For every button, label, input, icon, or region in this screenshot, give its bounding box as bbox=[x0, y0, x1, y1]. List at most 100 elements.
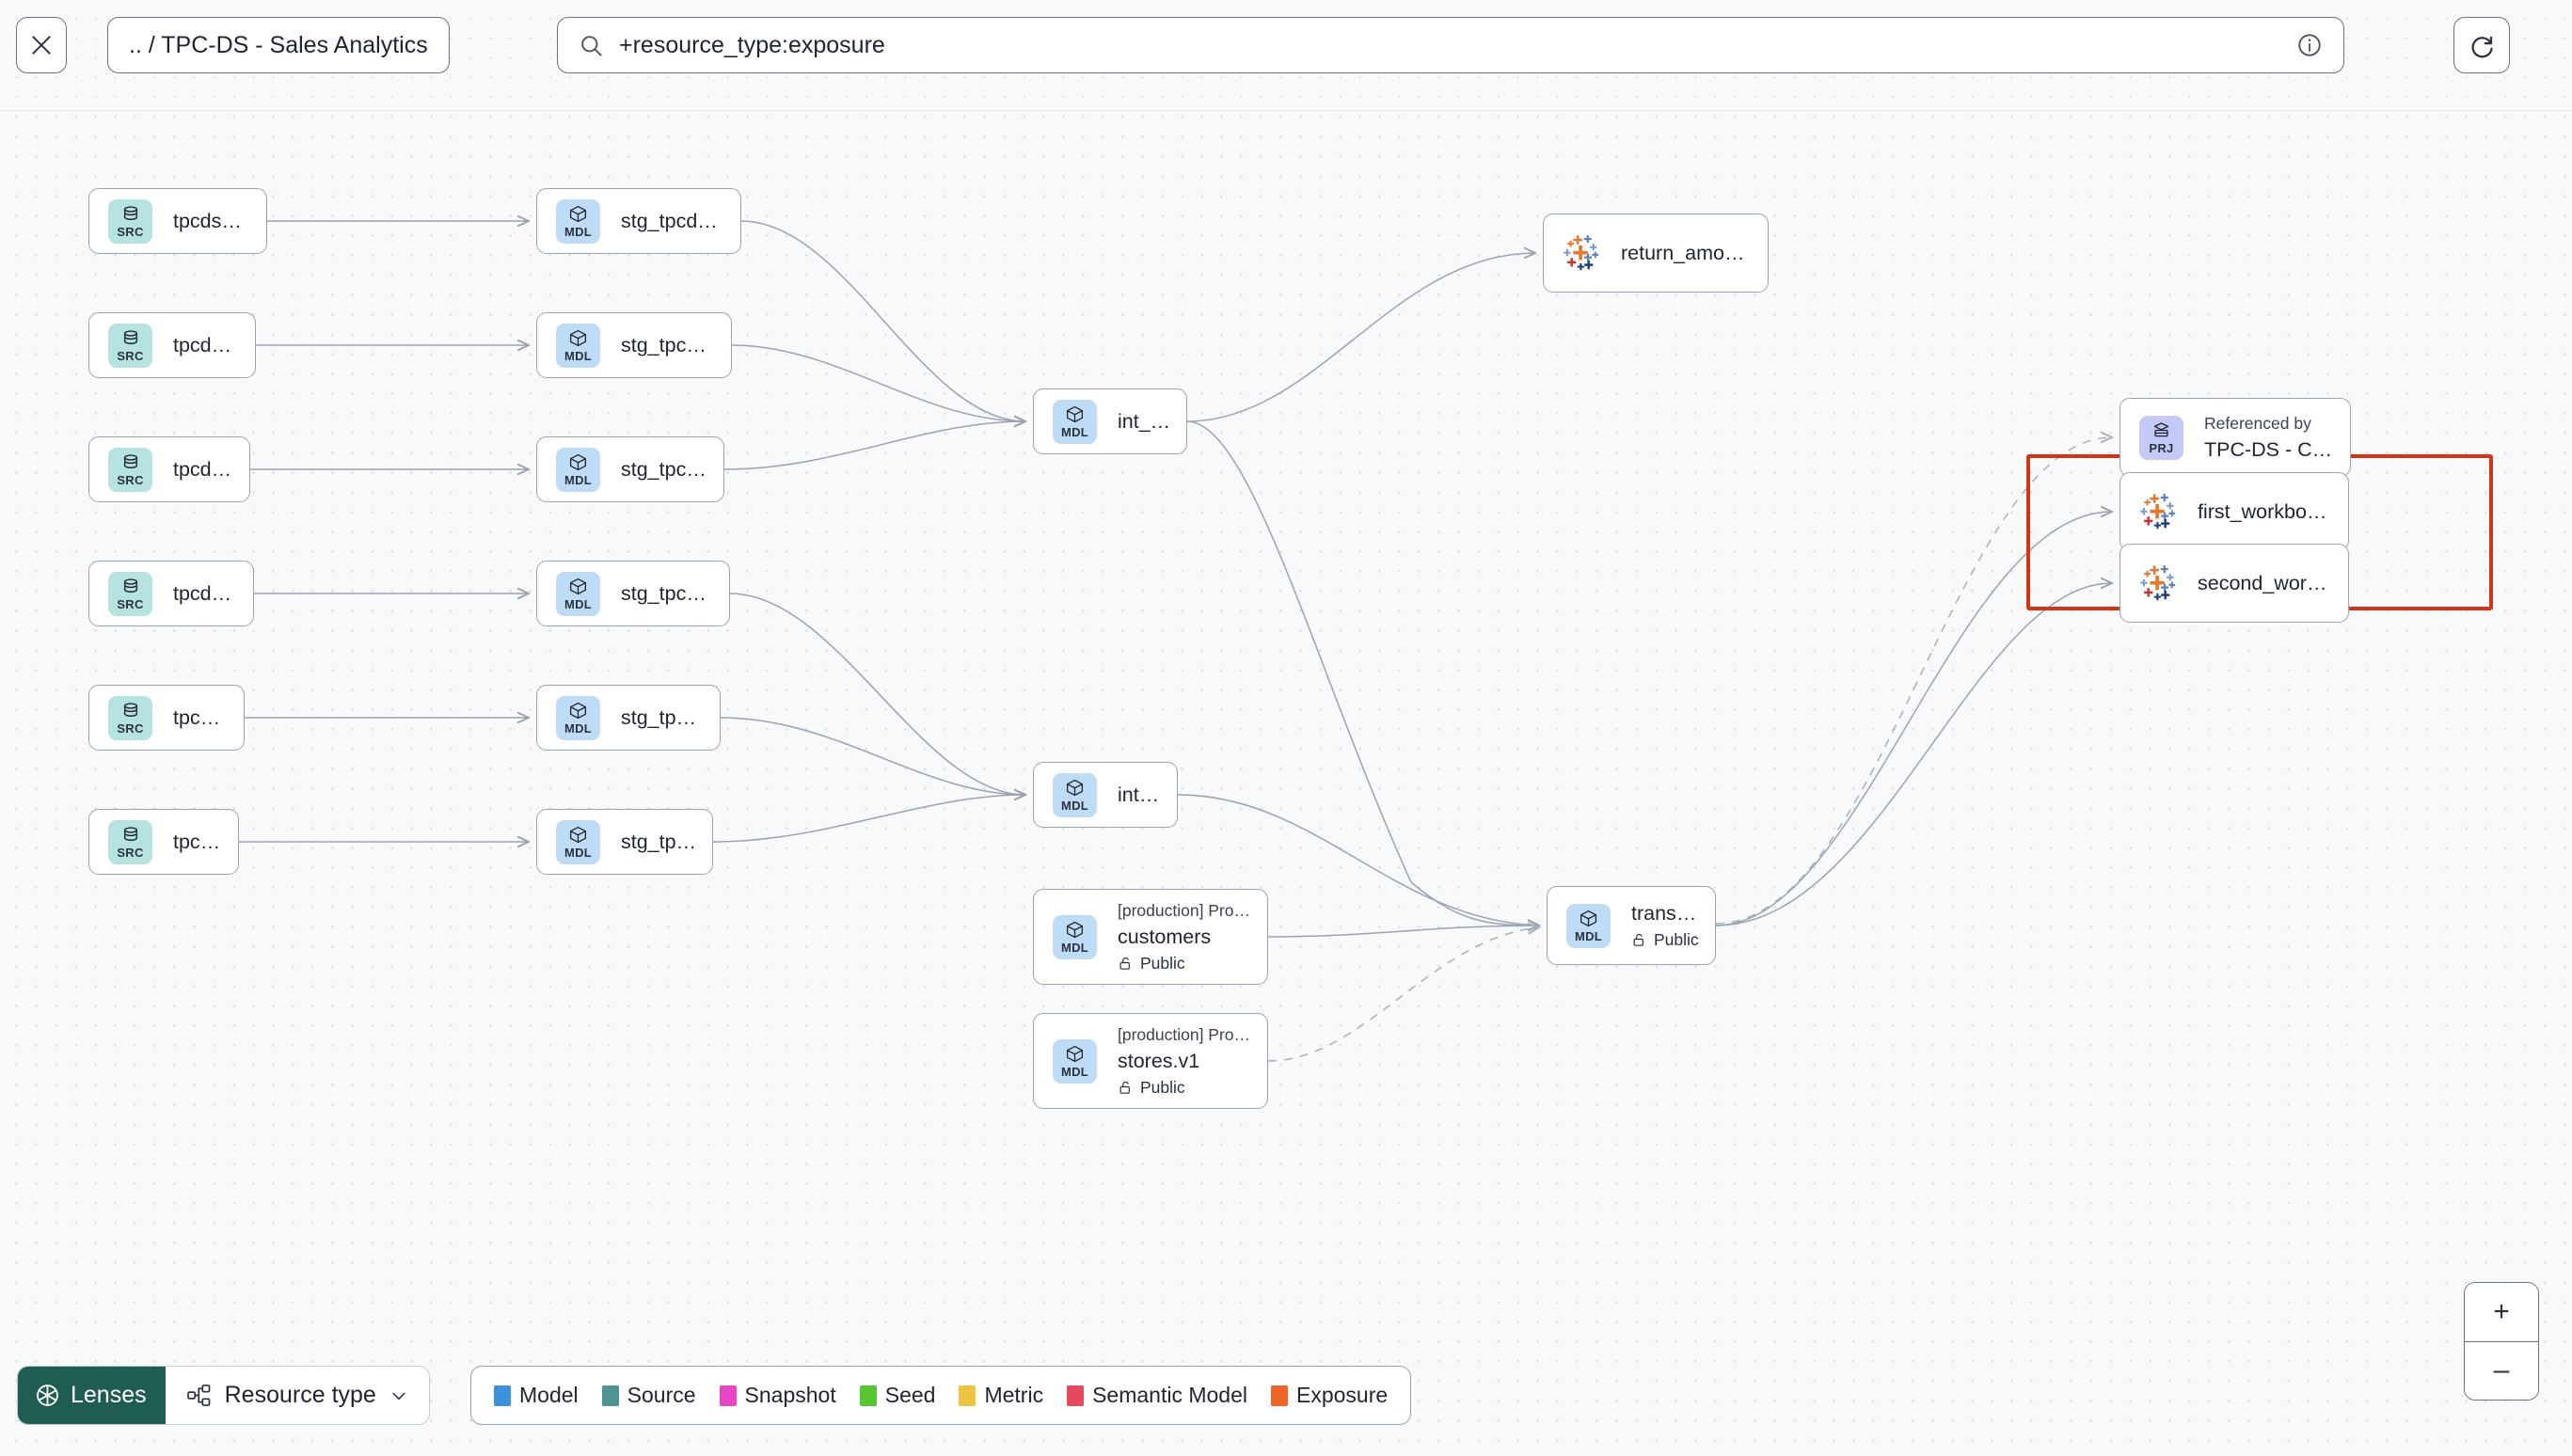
cube-icon bbox=[1066, 921, 1084, 939]
unlock-icon bbox=[1119, 1081, 1130, 1094]
node-visibility-label: Public bbox=[1140, 953, 1185, 973]
database-icon bbox=[123, 826, 137, 841]
legend-item-metric[interactable]: Metric bbox=[959, 1383, 1043, 1408]
node-kind-label: MDL bbox=[1060, 798, 1089, 813]
resource-type-button[interactable]: Resource type bbox=[165, 1367, 429, 1424]
legend-label: Source bbox=[627, 1383, 696, 1407]
graph-node-exp_return_amounts[interactable]: return_amounts_by_transaction_type bbox=[1543, 214, 1769, 293]
node-body: stg_tpcds_core__catalog_returns bbox=[621, 210, 740, 233]
database-icon bbox=[121, 205, 140, 224]
unlock-icon bbox=[1119, 957, 1130, 970]
node-body: tpcds_core.store_returns bbox=[173, 334, 255, 357]
unlock-icon bbox=[1118, 1080, 1134, 1096]
node-title: return_amounts_by_transaction_type bbox=[1621, 241, 1753, 264]
refresh-button[interactable] bbox=[2453, 17, 2510, 73]
bottom-toolbar: Lenses Resource type Model Source Snapshot… bbox=[0, 1345, 2572, 1456]
graph-node-exp_second_workbook[interactable]: second_workbook_connected_to_live… bbox=[2120, 544, 2349, 623]
node-title: tpcds_core.catalog_sales bbox=[173, 581, 238, 605]
search-input[interactable] bbox=[619, 31, 2296, 59]
close-button[interactable] bbox=[16, 17, 67, 73]
legend-item-exposure[interactable]: Exposure bbox=[1271, 1383, 1388, 1408]
graph-node-mdl_customers[interactable]: MDL [production] Project: TPC-DS - Core D… bbox=[1033, 889, 1268, 985]
search-icon bbox=[581, 35, 602, 56]
node-kind-label: SRC bbox=[117, 845, 144, 860]
graph-node-stg_store_sales[interactable]: MDL stg_tpcds_core__store_sales bbox=[536, 685, 721, 751]
node-title: tpcds_core.store_returns bbox=[173, 333, 240, 356]
node-kind-label: MDL bbox=[564, 596, 593, 611]
legend-item-snapshot[interactable]: Snapshot bbox=[719, 1383, 836, 1408]
legend-swatch bbox=[719, 1385, 737, 1406]
cube-icon bbox=[1065, 779, 1085, 798]
chevron-down-icon bbox=[392, 1392, 405, 1400]
cube-icon bbox=[1066, 779, 1084, 797]
database-icon bbox=[121, 578, 140, 596]
top-toolbar: .. / TPC-DS - Sales Analytics bbox=[0, 0, 2572, 111]
zoom-in-button[interactable]: + bbox=[2465, 1283, 2538, 1342]
node-title: stores.v1 bbox=[1118, 1049, 1200, 1072]
node-badge: SRC bbox=[108, 447, 152, 492]
legend-item-seed[interactable]: Seed bbox=[859, 1383, 935, 1408]
database-icon bbox=[123, 453, 137, 468]
graph-node-stg_catalog_returns[interactable]: MDL stg_tpcds_core__catalog_returns bbox=[536, 188, 741, 254]
node-kind-label: PRJ bbox=[2149, 440, 2174, 455]
info-circle-icon[interactable] bbox=[2296, 32, 2323, 58]
node-visibility-label: Public bbox=[1654, 929, 1699, 949]
lenses-button[interactable]: Lenses bbox=[18, 1367, 166, 1424]
close-icon bbox=[32, 36, 51, 55]
node-body: stg_tpcds_core__store_sales bbox=[621, 706, 720, 730]
node-badge: MDL bbox=[556, 447, 600, 492]
graph-node-mdl_transactions[interactable]: MDLtransactionsPublic bbox=[1547, 886, 1716, 965]
node-badge: MDL bbox=[1053, 914, 1097, 959]
cube-icon bbox=[1065, 1045, 1085, 1064]
node-body: first_workbook_attached_to_tpc-ds_-_… bbox=[2198, 500, 2348, 524]
graph-node-exp_first_workbook[interactable]: first_workbook_attached_to_tpc-ds_-_… bbox=[2120, 472, 2349, 551]
node-body: stg_tpcds_core__web_sales bbox=[621, 831, 712, 854]
node-kind-label: MDL bbox=[564, 472, 593, 487]
legend-swatch bbox=[1067, 1385, 1085, 1406]
legend-item-model[interactable]: Model bbox=[494, 1383, 579, 1408]
zoom-out-button[interactable]: – bbox=[2465, 1341, 2538, 1400]
node-badge: MDL bbox=[556, 695, 600, 740]
node-subtitle: [production] Project: TPC-DS - Core Data… bbox=[1118, 900, 1252, 920]
graph-node-mdl_stores_v1[interactable]: MDL[production] Project: TPC-DS - Core D… bbox=[1033, 1013, 1268, 1109]
node-kind-label: MDL bbox=[564, 224, 593, 239]
database-icon bbox=[121, 453, 140, 472]
cube-icon bbox=[569, 702, 587, 720]
database-icon bbox=[121, 702, 140, 720]
refresh-icon bbox=[2471, 36, 2493, 58]
node-visibility: Public bbox=[1118, 1078, 1252, 1098]
breadcrumb[interactable]: .. / TPC-DS - Sales Analytics bbox=[107, 17, 450, 73]
database-icon bbox=[123, 578, 137, 593]
cube-icon bbox=[1065, 405, 1085, 424]
node-badge: SRC bbox=[108, 323, 152, 368]
legend-item-source[interactable]: Source bbox=[601, 1383, 696, 1408]
node-visibility: Public bbox=[1631, 930, 1700, 950]
node-subtitle: [production] Project: TPC-DS - Core Data… bbox=[1118, 1024, 1252, 1044]
zoom-controls[interactable]: + – bbox=[2464, 1282, 2539, 1401]
legend-label: Model bbox=[519, 1383, 579, 1407]
resource-type-label: Resource type bbox=[224, 1382, 376, 1408]
node-badge bbox=[2139, 564, 2177, 602]
node-badge: PRJ bbox=[2139, 415, 2183, 460]
node-badge: SRC bbox=[108, 198, 152, 244]
legend-swatch bbox=[959, 1385, 976, 1406]
node-title: stg_tpcds_core__web_sales bbox=[621, 830, 697, 853]
search-bar[interactable] bbox=[557, 17, 2344, 73]
tableau-icon bbox=[1564, 235, 1599, 271]
graph-node-src_store_returns[interactable]: SRC tpcds_core.store_returns bbox=[88, 312, 256, 378]
graph-canvas[interactable]: SRCtpcds_core.catalog_returnsSRCtpcds_co… bbox=[0, 111, 2572, 1456]
legend-item-semantic-model[interactable]: Semantic Model bbox=[1067, 1383, 1247, 1408]
